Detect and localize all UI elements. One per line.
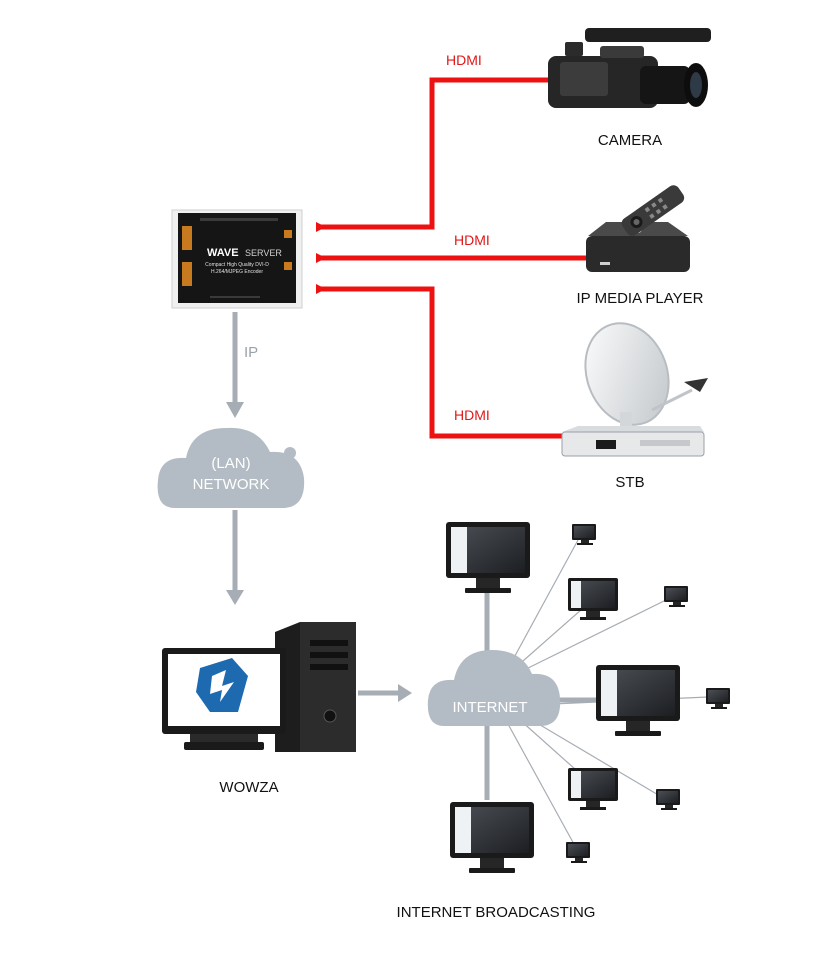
monitor-icon	[446, 522, 530, 593]
internet-label: INTERNET	[453, 699, 528, 716]
encoder-device-icon	[171, 209, 303, 309]
ip-connector	[226, 312, 244, 418]
monitor-icon	[706, 688, 730, 709]
hdmi-label-stb: HDMI	[454, 407, 490, 423]
camera-label: CAMERA	[598, 132, 662, 149]
internet-cloud	[427, 650, 561, 726]
ip-label: IP	[244, 344, 258, 361]
wowza-server-icon	[162, 622, 356, 752]
lan-to-wowza-connector	[226, 510, 244, 605]
hdmi-label-camera: HDMI	[446, 52, 482, 68]
satellite-dish-stb-icon	[561, 322, 708, 457]
monitor-icon	[568, 578, 618, 620]
hdmi-label-player: HDMI	[454, 232, 490, 248]
monitor-icon	[596, 665, 680, 736]
encoder-brand-part2: SERVER	[245, 248, 282, 258]
stb-label: STB	[615, 474, 644, 491]
media-player-box-icon	[586, 185, 690, 272]
encoder-brand-part1: WAVE	[207, 247, 239, 259]
lan-label-line2: NETWORK	[193, 476, 270, 493]
video-camera-icon	[548, 28, 711, 108]
monitor-icon	[572, 524, 596, 545]
lan-label-line1: (LAN)	[211, 455, 250, 472]
lan-network-cloud	[157, 427, 305, 508]
monitor-icon	[566, 842, 590, 863]
internet-links	[484, 539, 709, 847]
ip-media-player-label: IP MEDIA PLAYER	[577, 290, 704, 307]
wowza-to-internet-connector	[358, 684, 412, 702]
monitor-icon	[568, 768, 618, 810]
monitor-icon	[664, 586, 688, 607]
hdmi-connector-stb	[316, 284, 562, 439]
internet-broadcasting-label: INTERNET BROADCASTING	[397, 904, 596, 921]
wowza-label: WOWZA	[219, 779, 278, 796]
monitor-icon	[656, 789, 680, 810]
encoder-line1: Compact High Quality DVI-D	[205, 262, 269, 268]
hdmi-connector-camera	[316, 77, 552, 232]
encoder-line2: H.264/MJPEG Encoder	[211, 269, 263, 275]
monitor-icon	[450, 802, 534, 873]
